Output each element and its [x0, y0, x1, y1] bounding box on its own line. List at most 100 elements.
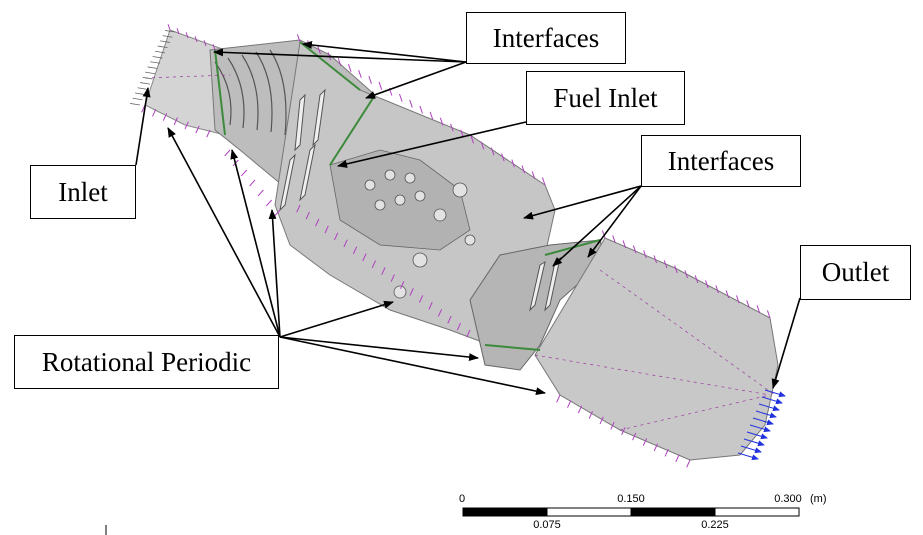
periodic-marker: [162, 35, 173, 38]
periodic-marker: [400, 281, 405, 289]
outlet-vector: [740, 445, 762, 454]
interface-lines: [214, 41, 601, 351]
label-fuel-inlet: Fuel Inlet: [526, 71, 685, 125]
periodic-marker: [736, 295, 740, 304]
periodic-marker: [632, 432, 637, 441]
periodic-marker: [653, 443, 658, 452]
periodic-marker: [653, 255, 658, 264]
periodic-marker: [490, 147, 495, 156]
arrow-outlet: [771, 297, 801, 389]
periodic-marker: [399, 93, 403, 102]
periodic-marker: [725, 290, 730, 299]
periodic-marker: [137, 87, 148, 90]
periodic-marker: [450, 123, 454, 132]
periodic-marker: [343, 239, 348, 248]
periodic-marker: [470, 135, 475, 144]
combustor-body: [144, 29, 779, 461]
periodic-marker: [150, 61, 161, 64]
outlet-vector: [752, 417, 774, 426]
periodic-marker: [165, 30, 176, 33]
periodic-marker: [130, 103, 141, 106]
periodic-marker: [265, 199, 273, 207]
periodic-marker: [746, 300, 750, 309]
periodic-marker: [766, 310, 771, 319]
periodic-marker: [643, 250, 647, 259]
periodic-marker: [429, 111, 434, 120]
arrow-fuel-inlet: [337, 121, 527, 168]
periodic-marker: [521, 165, 526, 174]
periodic-marker: [132, 97, 143, 101]
periodic-marker: [622, 240, 627, 249]
scale-tick-0150: 0.150: [617, 493, 645, 505]
liner-slots: [279, 88, 561, 312]
periodic-marker: [632, 245, 637, 254]
periodic-marker: [358, 70, 362, 78]
periodic-marker: [642, 438, 648, 446]
periodic-marker: [663, 260, 668, 269]
scale-bar: 0 0.150 0.300 (m) 0.075 0.225: [459, 493, 827, 531]
dilution-holes: [364, 169, 476, 299]
periodic-marker: [715, 285, 719, 294]
leader-arrows: [135, 41, 801, 396]
periodic-marker: [176, 28, 180, 35]
periodic-marker: [556, 394, 561, 403]
outlet-vector: [749, 424, 771, 433]
periodic-marker: [160, 40, 171, 43]
label-inlet: Inlet: [30, 165, 136, 219]
periodic-marker: [315, 218, 320, 227]
scale-tick-0225: 0.225: [701, 519, 729, 531]
periodic-marker: [296, 204, 301, 213]
outlet-vectors: [737, 389, 786, 461]
periodic-marker: [173, 117, 178, 125]
outlet-vector: [764, 389, 786, 398]
periodic-marker: [437, 308, 443, 317]
periodic-marker: [135, 92, 146, 95]
periodic-marker: [409, 99, 413, 108]
arrow-interfaces-2: [302, 41, 467, 63]
periodic-marker: [664, 448, 669, 457]
periodic-marker: [362, 253, 367, 262]
periodic-marker: [390, 274, 395, 282]
periodic-marker: [511, 159, 515, 168]
periodic-marker: [428, 302, 433, 310]
periodic-marker: [588, 411, 593, 419]
periodic-marker: [577, 405, 583, 414]
periodic-marker: [684, 270, 688, 279]
arrow-periodic-4: [279, 300, 394, 338]
outlet-vector: [746, 431, 768, 440]
periodic-marker: [249, 179, 256, 187]
periodic-marker: [152, 108, 157, 117]
periodic-marker: [145, 71, 156, 75]
arrow-periodic-5: [279, 336, 479, 362]
mesh-lines: [144, 74, 776, 431]
periodic-marker: [686, 459, 691, 468]
periodic-marker: [167, 24, 171, 31]
periodic-marker: [224, 149, 231, 157]
periodic-marker: [439, 117, 444, 126]
periodic-marker: [567, 400, 572, 408]
outlet-vector: [737, 452, 759, 461]
arrow-interfaces-6: [587, 185, 642, 258]
periodic-marker: [305, 211, 310, 220]
periodic-marker: [352, 246, 358, 255]
periodic-marker: [162, 113, 168, 121]
scale-tick-0075: 0.075: [533, 519, 561, 531]
periodic-marker: [378, 81, 383, 90]
periodic-marker: [501, 153, 505, 162]
periodic-marker: [447, 315, 452, 324]
periodic-marker: [381, 267, 386, 275]
periodic-marker: [456, 322, 462, 331]
periodic-marker: [195, 125, 200, 134]
periodic-marker: [409, 288, 414, 296]
arrow-periodic-2: [230, 149, 281, 338]
label-rotational-periodic: Rotational Periodic: [14, 335, 279, 389]
periodic-marker: [601, 230, 606, 239]
outlet-vector: [761, 396, 783, 405]
periodic-marker: [675, 454, 680, 463]
periodic-marker: [185, 32, 189, 39]
periodic-marker: [317, 46, 321, 55]
scale-segment-2: [546, 507, 632, 517]
periodic-marker: [140, 82, 151, 85]
periodic-marker: [333, 232, 339, 241]
scale-tick-0300: 0.300: [774, 493, 802, 505]
